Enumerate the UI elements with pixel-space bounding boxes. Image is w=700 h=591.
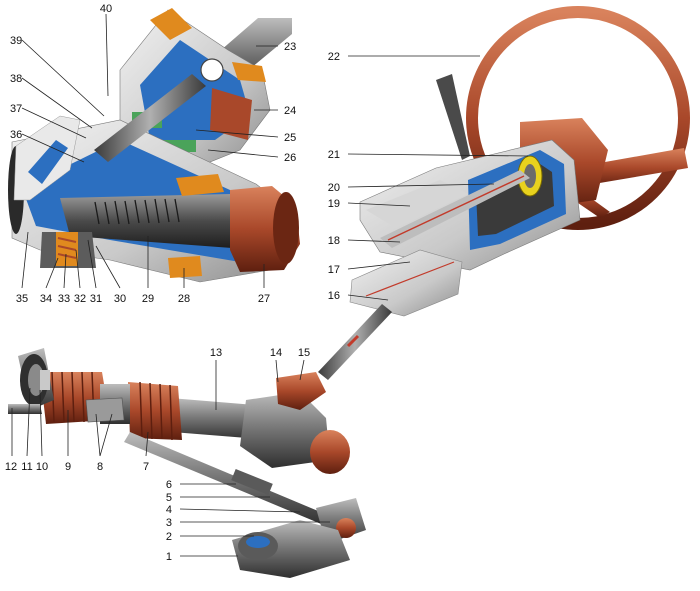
callout-14: 14	[270, 347, 282, 359]
callout-19: 19	[328, 198, 340, 210]
callout-25: 25	[284, 132, 296, 144]
callout-22: 22	[328, 51, 340, 63]
callout-4: 4	[166, 504, 172, 516]
callout-24: 24	[284, 105, 296, 117]
callout-23: 23	[284, 41, 296, 53]
callout-32: 32	[74, 293, 86, 305]
callout-27: 27	[258, 293, 270, 305]
callout-1: 1	[166, 551, 172, 563]
coupling-15	[276, 372, 326, 410]
callout-30: 30	[114, 293, 126, 305]
callout-2: 2	[166, 531, 172, 543]
callout-10: 10	[36, 461, 48, 473]
callout-9: 9	[65, 461, 71, 473]
intermediate-shaft	[318, 304, 392, 380]
callout-39: 39	[10, 35, 22, 47]
callout-29: 29	[142, 293, 154, 305]
cutaway-inset	[8, 8, 300, 283]
callout-40: 40	[100, 3, 112, 15]
callout-31: 31	[90, 293, 102, 305]
leader-lines	[11, 13, 529, 557]
callout-33: 33	[58, 293, 70, 305]
steering-wheel-assembly	[349, 6, 690, 317]
callout-37: 37	[10, 103, 22, 115]
callout-labels: 1 2 3 4 5 6 7 8 9 10 11 12 13 14 15 16 1…	[5, 3, 340, 563]
switch-lever	[436, 74, 470, 160]
mount-bracket-8	[85, 397, 125, 423]
callout-15: 15	[298, 347, 310, 359]
callout-17: 17	[328, 264, 340, 276]
steering-gear-assembly	[8, 348, 366, 578]
callout-5: 5	[166, 492, 172, 504]
boot-right	[128, 382, 182, 440]
callout-16: 16	[328, 290, 340, 302]
column-bracket	[349, 249, 463, 317]
pinion-housing-14	[240, 392, 330, 468]
callout-8: 8	[97, 461, 103, 473]
steering-wheel-rim-22	[466, 6, 690, 230]
callout-26: 26	[284, 152, 296, 164]
callout-7: 7	[143, 461, 149, 473]
callout-12: 12	[5, 461, 17, 473]
pinion-shaft	[94, 74, 206, 162]
callout-28: 28	[178, 293, 190, 305]
tie-rod-7	[124, 432, 330, 526]
callout-21: 21	[328, 149, 340, 161]
callout-18: 18	[328, 235, 340, 247]
callout-38: 38	[10, 73, 22, 85]
callout-20: 20	[328, 182, 340, 194]
callout-13: 13	[210, 347, 222, 359]
callout-35: 35	[16, 293, 28, 305]
callout-34: 34	[40, 293, 52, 305]
callout-36: 36	[10, 129, 22, 141]
callout-3: 3	[166, 517, 172, 529]
callout-11: 11	[21, 461, 32, 473]
callout-6: 6	[166, 479, 172, 491]
rack-29	[60, 194, 266, 248]
